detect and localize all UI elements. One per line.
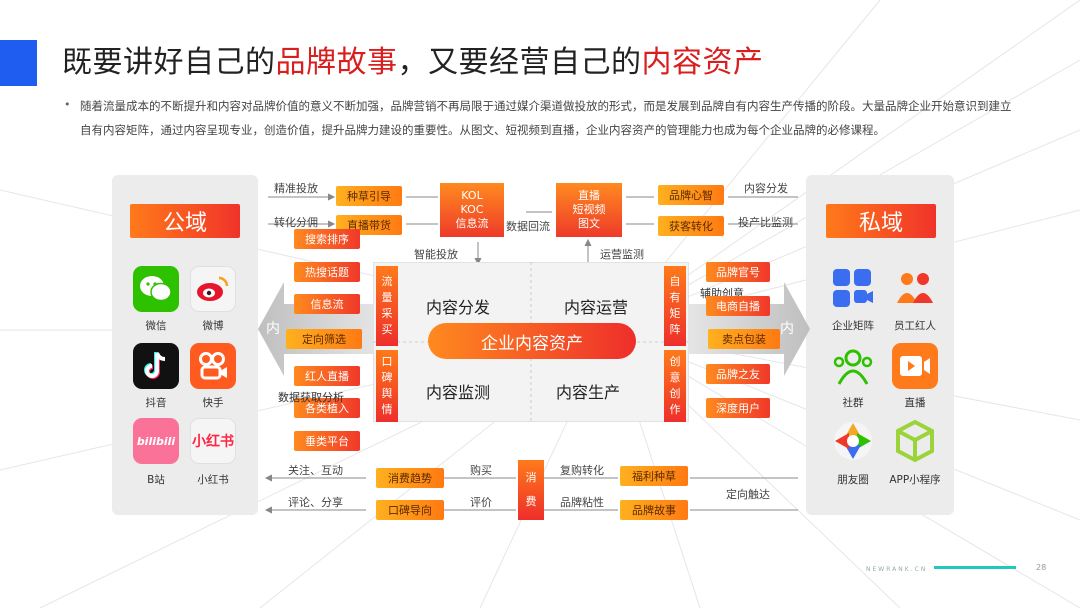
label-targeted-reach: 定向触达 [726,488,770,501]
live-label: 直播 [904,397,926,409]
label-follow-interact: 关注、互动 [288,464,343,477]
tag-hot-topics: 热搜话题 [294,262,360,282]
weibo-icon[interactable] [190,266,236,312]
xiaohongshu-label: 小红书 [197,474,229,486]
label-content-distribution: 内容分发 [744,182,788,195]
label-roi-monitoring: 投产比监测 [738,216,793,229]
vtag-creative-creation: 创意创作 [664,350,686,422]
tag-brand-friends: 品牌之友 [706,364,770,384]
tag-brand-mindshare: 品牌心智 [658,185,724,205]
label-data-analysis: 数据获取分析 [278,391,344,404]
matrix-icon[interactable] [830,266,876,312]
tag-product-placement: 各类植入 [294,398,360,418]
douyin-icon[interactable] [133,343,179,389]
kuaishou-label: 快手 [202,397,224,409]
tag-official-account: 品牌官号 [706,262,770,282]
footer-accent-line [934,566,1016,569]
page-number: 28 [1036,563,1047,572]
label-smart-delivery: 智能投放 [414,248,458,261]
community-label: 社群 [842,397,864,409]
inner-left-label: 内 [266,321,280,337]
intro-paragraph: 随着流量成本的不断提升和内容对品牌价值的意义不断加强，品牌营销不再局限于通过媒介… [80,99,1012,137]
label-data-loop: 数据回流 [506,220,550,233]
douyin-label: 抖音 [145,397,167,409]
bottom-connector-lines [264,474,798,514]
kuaishou-icon[interactable] [190,343,236,389]
label-purchase: 购买 [470,464,492,477]
matrix-label: 企业矩阵 [832,320,874,332]
bilibili-label: B站 [147,474,165,486]
tag-info-feed: 信息流 [294,294,360,314]
label-review: 评价 [470,496,492,509]
tag-reputation-guidance: 口碑导向 [376,500,444,520]
quad-content-monitoring: 内容监测 [426,383,491,402]
vtag-reputation: 口碑舆情 [376,350,398,422]
quad-content-distribution: 内容分发 [426,298,491,317]
tag-seeding-guide: 种草引导 [336,186,402,206]
community-icon[interactable] [830,343,876,389]
enterprise-content-asset-pill: 企业内容资产 [428,323,636,359]
private-domain-title: 私域 [826,204,936,238]
xiaohongshu-icon[interactable]: 小红书 [190,418,236,464]
label-conversion-commission: 转化分佣 [274,216,318,229]
moments-icon[interactable] [830,418,876,464]
bullet-dot: • [64,98,71,111]
vtag-traffic-buying: 流量采买 [376,266,398,346]
label-comment-share: 评论、分享 [288,496,343,509]
quad-content-production: 内容生产 [556,383,621,402]
inner-right-label: 内 [780,321,794,337]
tag-welfare-seeding: 福利种草 [620,466,688,486]
employee-icon[interactable] [892,266,938,312]
title-accent-bar [0,40,37,86]
top-connector-lines [268,193,798,266]
miniapp-label: APP小程序 [889,474,941,486]
tag-targeted-filter: 定向筛选 [286,329,362,349]
label-precise-delivery: 精准投放 [274,182,318,195]
miniapp-icon[interactable] [892,418,938,464]
label-repurchase: 复购转化 [560,464,604,477]
footer-brand: NEWRANK.CN [866,566,928,573]
live-icon[interactable] [892,343,938,389]
weibo-label: 微博 [202,320,224,332]
employee-label: 员工红人 [894,320,936,332]
vtag-own-matrix: 自有矩阵 [664,266,686,346]
wechat-icon[interactable] [133,266,179,312]
bilibili-icon[interactable]: bilibili [133,418,179,464]
public-domain-title: 公域 [130,204,240,238]
tag-influencer-live: 红人直播 [294,366,360,386]
box-live-video-image: 直播短视频图文 [556,183,622,237]
tag-deep-users: 深度用户 [706,398,770,418]
label-brand-loyalty: 品牌粘性 [560,496,604,509]
tag-customer-conversion: 获客转化 [658,216,724,236]
tag-vertical-platform: 垂类平台 [294,431,360,451]
label-ops-monitoring: 运营监测 [600,248,644,261]
quad-content-operations: 内容运营 [564,298,629,317]
wechat-label: 微信 [145,320,167,332]
tag-consumption-trend: 消费趋势 [376,468,444,488]
tag-ecommerce-self-live: 电商自播 [706,296,770,316]
moments-label: 朋友圈 [837,474,869,486]
vtag-consumption: 消费 [518,460,544,520]
tag-selling-point-packaging: 卖点包装 [708,329,780,349]
page-title: 既要讲好自己的品牌故事，又要经营自己的内容资产 [62,45,764,80]
tag-search-ranking: 搜索排序 [294,229,360,249]
tag-brand-story: 品牌故事 [620,500,688,520]
